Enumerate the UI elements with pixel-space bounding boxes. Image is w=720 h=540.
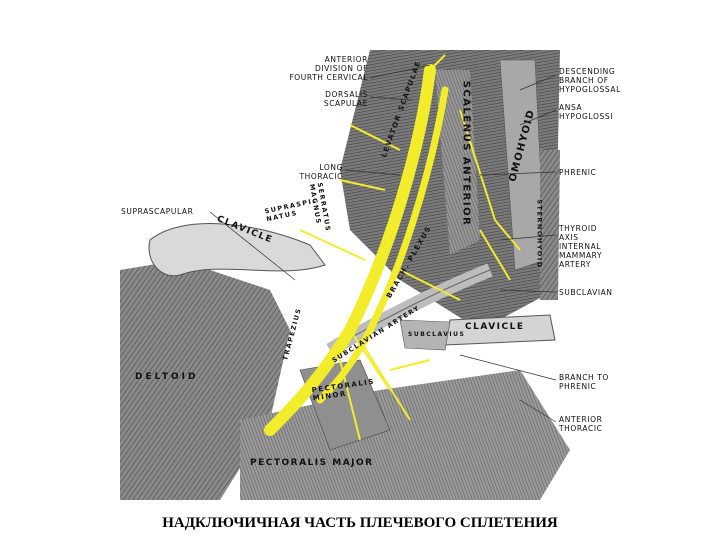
subclavius-muscle — [399, 319, 451, 351]
dorsalis-scapulae-label: DORSALIS SCAPULAE — [323, 90, 368, 108]
descending-branch-label: DESCENDING BRANCH OF HYPOGLOSSAL — [559, 67, 621, 94]
nerve-branches — [299, 54, 521, 441]
anterior-division-label: ANTERIOR DIVISION OF FOURTH CERVICAL — [289, 55, 368, 82]
subclavian-label: SUBCLAVIAN — [559, 288, 613, 297]
clavicle-right-label: CLAVICLE — [465, 322, 525, 332]
brachial-plexus-cord — [316, 86, 449, 404]
pectoralis-major-label: PECTORALIS MAJOR — [250, 458, 374, 468]
suprascapular-label: SUPRASCAPULAR — [121, 207, 194, 216]
phrenic-label: PHRENIC — [559, 168, 597, 177]
deltoid-label: DELTOID — [135, 372, 199, 382]
long-thoracic-label: LONG THORACIC — [299, 163, 343, 181]
sternohyoid-muscle — [540, 150, 560, 300]
pectoralis-major-muscle — [240, 370, 570, 500]
scalenus-anterior-muscle — [435, 70, 480, 255]
thyroid-axis-label: THYROID AXIS INTERNAL MAMMARY ARTERY — [559, 224, 603, 269]
branch-to-phrenic-label: BRANCH TO PHRENIC — [559, 373, 609, 391]
anterior-thoracic-label: ANTERIOR THORACIC — [559, 415, 603, 433]
subclavius-label: SUBCLAVIUS — [408, 331, 466, 338]
scalenus-anterior-label: SCALENUS ANTERIOR — [460, 80, 472, 227]
sternohyoid-label: STERNOHYOID — [535, 199, 544, 269]
figure-caption: НАДКЛЮЧИЧНАЯ ЧАСТЬ ПЛЕЧЕВОГО СПЛЕТЕНИЯ — [162, 515, 558, 531]
brachial-plexus-trunk — [264, 64, 436, 436]
ansa-hypoglossi-label: ANSA HYPOGLOSSI — [559, 103, 614, 121]
